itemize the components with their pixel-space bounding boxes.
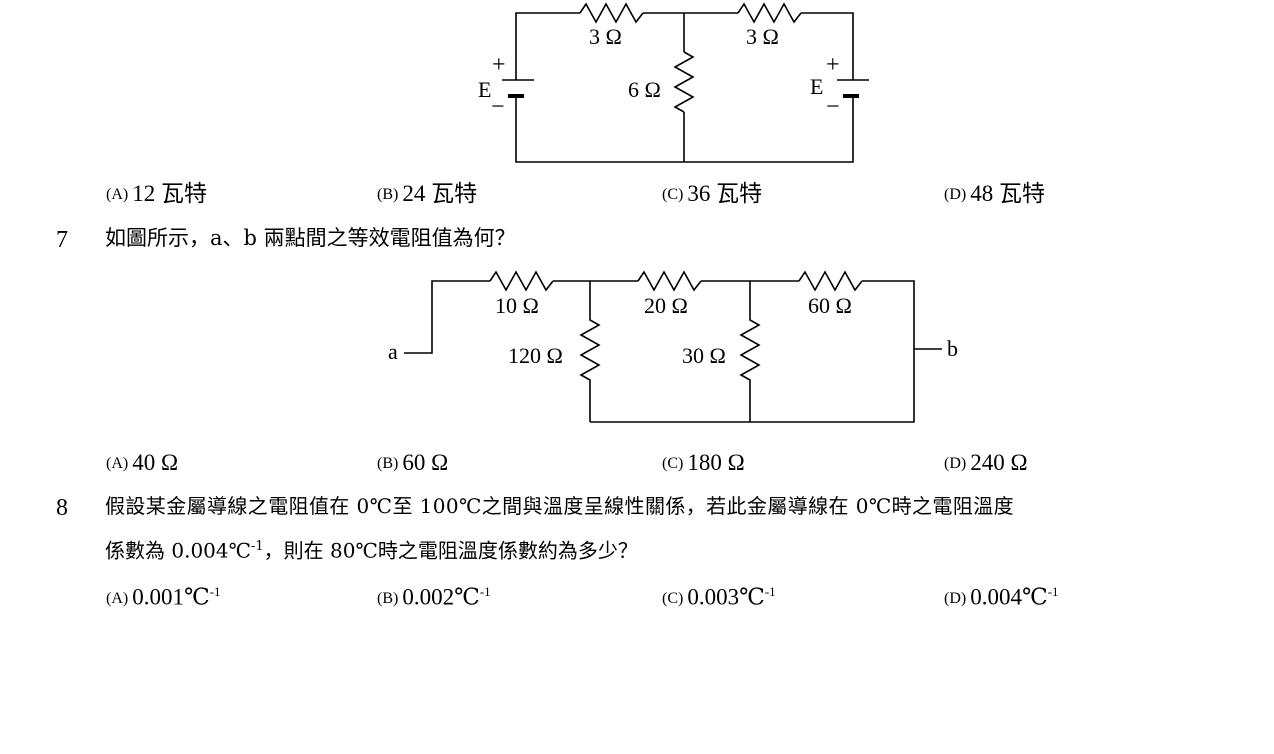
resistor-label-top-left: 3 Ω: [589, 24, 622, 49]
wire-top-right: [801, 12, 854, 80]
resistor-30: [739, 281, 761, 422]
circuit-diagram-2: 10 Ω 20 Ω 60 Ω 120 Ω 30 Ω a b: [388, 270, 958, 423]
q7-option-a: (A)40 Ω: [106, 450, 179, 475]
q7-number: 7: [56, 227, 68, 253]
minus-left: −: [491, 94, 505, 120]
source-label-left: E: [478, 77, 491, 102]
label-60-ohm: 60 Ω: [808, 293, 852, 318]
resistor-10: [489, 270, 554, 292]
q7-option-c: (C)180 Ω: [662, 450, 745, 475]
q6-option-d: (D)48 瓦特: [944, 181, 1045, 206]
resistor-middle: [673, 51, 695, 113]
minus-right: −: [826, 94, 840, 120]
wire-top-3: [590, 280, 915, 423]
q7-option-b: (B)60 Ω: [377, 450, 449, 475]
circuit-diagram-1: + − E + − E 3 Ω 3 Ω 6 Ω: [478, 2, 869, 163]
label-120-ohm: 120 Ω: [508, 343, 563, 368]
resistor-label-middle: 6 Ω: [628, 77, 661, 102]
q8-option-d: (D)0.004℃-1: [944, 584, 1059, 610]
wire-bottom: [515, 96, 854, 163]
resistor-label-top-right: 3 Ω: [746, 24, 779, 49]
q8-option-b: (B)0.002℃-1: [377, 584, 491, 610]
q8-option-a: (A)0.001℃-1: [106, 584, 221, 610]
resistor-60: [798, 270, 863, 292]
q8-option-c: (C)0.003℃-1: [662, 584, 776, 610]
q8-number: 8: [56, 495, 68, 521]
label-20-ohm: 20 Ω: [644, 293, 688, 318]
q6-option-c: (C)36 瓦特: [662, 181, 763, 206]
resistor-top-left: [579, 2, 644, 24]
label-10-ohm: 10 Ω: [495, 293, 539, 318]
label-30-ohm: 30 Ω: [682, 343, 726, 368]
q7-option-d: (D)240 Ω: [944, 450, 1028, 475]
plus-left: +: [492, 52, 506, 78]
resistor-20: [637, 270, 702, 292]
resistor-top-right: [737, 2, 802, 24]
node-b: b: [947, 336, 958, 361]
q8-text-line-2: 係數為 0.004℃-1，則在 80℃時之電阻溫度係數約為多少？: [105, 538, 638, 563]
q6-option-b: (B)24 瓦特: [377, 181, 478, 206]
q6-option-a: (A)12 瓦特: [106, 181, 207, 206]
source-label-right: E: [810, 74, 823, 99]
plus-right: +: [826, 52, 840, 78]
resistor-120: [579, 281, 601, 422]
q8-text-line-1: 假設某金屬導線之電阻值在 0℃至 100℃之間與溫度呈線性關係，若此金屬導線在 …: [105, 494, 1015, 518]
node-a: a: [388, 339, 398, 364]
wire-top-left: [515, 12, 580, 80]
q7-text: 如圖所示，a、b 兩點間之等效電阻值為何？: [105, 226, 516, 250]
wire-a: [404, 280, 490, 354]
